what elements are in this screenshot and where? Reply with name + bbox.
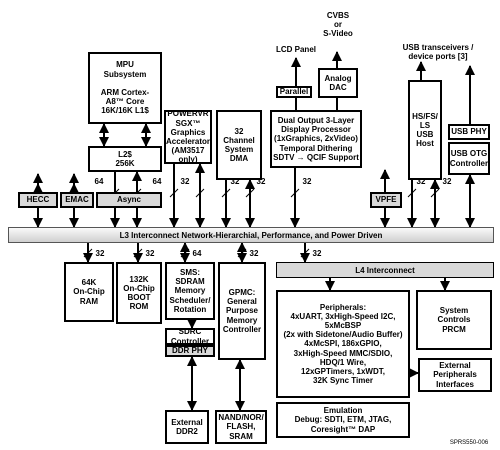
width-label-gpmc: 32: [249, 249, 259, 258]
emac-block: EMAC: [60, 192, 94, 208]
async-block: Async: [96, 192, 162, 208]
sms-block: SMS: SDRAM Memory Scheduler/ Rotation: [165, 262, 215, 320]
document-id: SPRS550-006: [449, 440, 489, 446]
width-label-ram: 32: [95, 249, 105, 258]
sdrc-controller-block: SDRC Controller: [165, 327, 215, 346]
boot-rom-block: 132K On-Chip BOOT ROM: [116, 262, 162, 324]
width-label-sms: 64: [192, 249, 202, 258]
width-label-l2-right: 64: [152, 177, 162, 186]
system-controls-block: System Controls PRCM: [416, 290, 492, 350]
display-processor-block: Dual Output 3-Layer Display Processor (1…: [270, 110, 362, 168]
emulation-block: Emulation Debug: SDTI, ETM, JTAG, Coresi…: [276, 402, 410, 438]
ddr-phy-block: DDR PHY: [165, 345, 215, 357]
width-label-usb-host: 32: [416, 177, 426, 186]
width-label-display: 32: [302, 177, 312, 186]
system-dma-block: 32 Channel System DMA: [216, 110, 262, 180]
nand-flash-block: NAND/NOR/ FLASH, SRAM: [215, 410, 267, 444]
powervr-block: POWERVR SGX™ Graphics Accelerator (AM351…: [164, 109, 212, 165]
width-label-rom: 32: [145, 249, 155, 258]
gpmc-block: GPMC: General Purpose Memory Controller: [218, 262, 266, 360]
external-peripherals-block: External Peripherals Interfaces: [418, 358, 492, 392]
peripherals-block: Peripherals: 4xUART, 3xHigh-Speed I2C, 5…: [276, 290, 410, 398]
usb-host-block: HS/FS/ LS USB Host: [408, 80, 442, 180]
width-label-l4: 32: [312, 249, 322, 258]
vpfe-block: VPFE: [370, 192, 402, 208]
width-label-powervr: 32: [180, 177, 190, 186]
hecc-block: HECC: [18, 192, 58, 208]
on-chip-ram-block: 64K On-Chip RAM: [64, 262, 114, 322]
mpu-subsystem-block: MPU Subsystem ARM Cortex- A8™ Core 16K/1…: [88, 52, 162, 124]
l2-cache-block: L2$ 256K: [88, 146, 162, 172]
external-ddr2-block: External DDR2: [165, 410, 209, 444]
l4-interconnect-bus: L4 Interconnect: [276, 262, 494, 278]
cvbs-label: CVBS or S-Video: [323, 11, 353, 38]
l3-interconnect-bus: L3 Interconnect Network-Hierarchial, Per…: [8, 227, 494, 243]
usb-phy-block: USB PHY: [448, 124, 490, 140]
lcd-panel-label: LCD Panel: [275, 45, 316, 54]
width-label-l2-left: 64: [94, 177, 104, 186]
parallel-block: Parallel: [276, 86, 312, 98]
usb-otg-block: USB OTG Controller: [448, 142, 490, 175]
analog-dac-block: Analog DAC: [318, 68, 358, 98]
width-label-usb-host-right: 32: [442, 177, 452, 186]
usb-ports-label: USB transceivers / device ports [3]: [402, 43, 474, 61]
width-label-dma-right: 32: [256, 177, 266, 186]
width-label-dma: 32: [230, 177, 240, 186]
